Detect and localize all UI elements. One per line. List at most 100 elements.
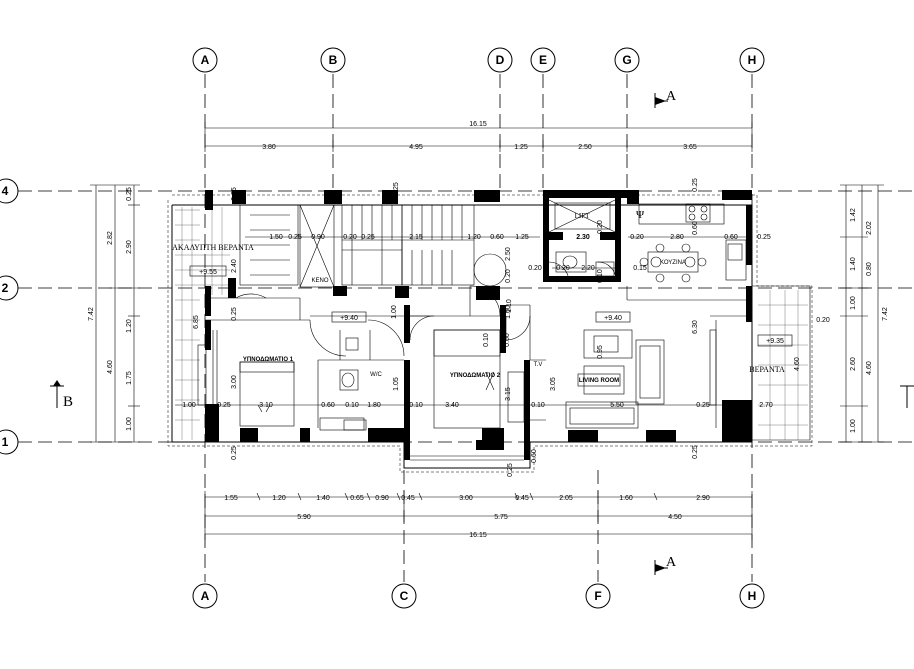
level-marker: +9.40 [340, 315, 358, 322]
dimensions-top: 16.15 3.80 4.95 1.25 2.50 3.65 [204, 121, 753, 152]
veranda-hatch [175, 207, 808, 440]
dim-label: 0.15 [633, 265, 647, 272]
dim-label: 0.20 [816, 317, 830, 324]
grid-label: 1 [2, 435, 9, 449]
grid-label: H [748, 53, 757, 67]
grid-label: G [622, 53, 631, 67]
dim-label: 0.10 [531, 402, 545, 409]
dim-label: 5.50 [610, 402, 624, 409]
room-label-bedroom-1: ΥΠΝΟΔΩΜΑΤΙΟ 1 [243, 357, 294, 363]
dim-label: 3.65 [683, 144, 697, 151]
dim-label: 0.20 [505, 269, 512, 283]
grid-bubbles-rows: 4 2 1 [0, 178, 19, 455]
dim-label: 1.40 [850, 257, 857, 271]
room-label-living: LIVING ROOM [579, 378, 619, 384]
dim-label: 0.25 [231, 446, 238, 460]
dim-label: 0.20 [630, 234, 644, 241]
dimensions-right: 1.42 1.40 1.00 2.60 1.00 2.02 0.80 4.60 … [840, 184, 889, 443]
dim-label: 2.50 [578, 144, 592, 151]
dim-label: 1.40 [316, 495, 330, 502]
dim-label: 2.60 [850, 357, 857, 371]
dim-label: 0.65 [350, 495, 364, 502]
dim-label: 0.20 [343, 234, 357, 241]
dim-label: 0.60 [490, 234, 504, 241]
dim-label: 5.90 [297, 514, 311, 521]
room-label-veranda-right: ΒΕΡΑΝΤΑ [749, 365, 785, 374]
dim-label: 0.25 [757, 234, 771, 241]
grid-label: E [539, 53, 547, 67]
dim-label: 7.42 [88, 307, 95, 321]
dim-label: 0.25 [231, 307, 238, 321]
grid-label: A [201, 589, 210, 603]
level-marker: +9.55 [199, 269, 217, 276]
section-label: A [666, 89, 677, 104]
section-label: B [63, 394, 73, 410]
dim-label: 1.60 [619, 495, 633, 502]
dim-label: 0.25 [696, 402, 710, 409]
dim-label: 0.25 [361, 234, 375, 241]
dim-label: 2.15 [409, 234, 423, 241]
dim-label: 0.25 [393, 182, 400, 196]
dim-label: 1.00 [126, 417, 133, 431]
room-label-wc-1: W/C [370, 372, 382, 378]
partitions [205, 199, 746, 428]
grid-label: H [748, 589, 757, 603]
dim-label: 2.50 [505, 247, 512, 261]
dim-label: 1.80 [367, 402, 381, 409]
dim-label: 4.60 [794, 357, 801, 371]
room-label-lift: LIFT [575, 212, 591, 220]
dim-label: 2.80 [670, 234, 684, 241]
dim-label: 1.55 [224, 495, 238, 502]
dim-label: 4.95 [409, 144, 423, 151]
dim-label: 3.10 [259, 402, 273, 409]
dim-label: 0.10 [345, 402, 359, 409]
dim-label: 0.25 [507, 463, 514, 477]
dimensions-left: 7.42 2.82 4.60 0.25 2.90 1.20 1.75 1.00 [88, 184, 140, 443]
dim-label: 0.60 [321, 402, 335, 409]
dim-label: 0.60 [692, 221, 699, 235]
grid-label: 4 [2, 184, 9, 198]
grid-label: 2 [2, 281, 9, 295]
room-label-wc-2: W/C [574, 278, 586, 284]
grid-label: D [496, 53, 505, 67]
dim-label: 0.90 [311, 234, 325, 241]
grid-label: F [594, 589, 601, 603]
dim-label: 2.70 [759, 402, 773, 409]
room-label-psi: Ψ [636, 209, 645, 221]
dim-label: 5.75 [494, 514, 508, 521]
grid-label: C [400, 589, 409, 603]
dim-label: 7.42 [882, 307, 889, 321]
dim-label: 2.90 [696, 495, 710, 502]
dim-label: 16.15 [469, 121, 487, 128]
interior-dimensions: 1.50 0.25 0.90 0.20 0.25 2.15 1.20 0.60 … [175, 178, 830, 477]
room-label-keno: ΚΕΝΟ [311, 278, 328, 284]
dim-label: 3.00 [459, 495, 473, 502]
dim-label: 2.05 [559, 495, 573, 502]
dim-label: 1.00 [505, 305, 512, 319]
dim-label: 3.15 [505, 387, 512, 401]
dim-label: 0.25 [231, 187, 238, 201]
level-marker: +9.35 [766, 338, 784, 345]
dim-label: 1.05 [393, 377, 400, 391]
room-labels: ΑΚΑΛΥΠΤΗ ΒΕΡΑΝΤΑ +9.55 LIFT ΚΕΝΟ ΥΠΝΟΔΩΜ… [172, 209, 793, 387]
dim-label: 0.25 [288, 234, 302, 241]
dim-label: 1.00 [182, 402, 196, 409]
dim-label: 0.25 [126, 187, 133, 201]
dim-label: 0.45 [515, 495, 529, 502]
dim-label: 0.10 [597, 269, 604, 283]
dim-label: 3.05 [550, 377, 557, 391]
dim-label: 1.42 [850, 208, 857, 222]
section-markers: A A B [50, 89, 914, 575]
dim-label: 0.25 [692, 178, 699, 192]
dim-label: 2.20 [581, 265, 595, 272]
dim-label: 2.40 [231, 259, 238, 273]
dim-label: 4.60 [107, 360, 114, 374]
dim-label: 0.60 [531, 449, 538, 463]
dim-label: 1.00 [850, 296, 857, 310]
room-label-veranda-left: ΑΚΑΛΥΠΤΗ ΒΕΡΑΝΤΑ [172, 243, 254, 252]
dim-label: 0.45 [401, 495, 415, 502]
room-label-kitchen: ΚΟΥΖΙΝΑ [660, 260, 686, 266]
grid-label: B [329, 53, 338, 67]
dimensions-bottom: 1.55 1.20 1.40 0.65 0.90 0.45 3.00 0.45 … [204, 491, 753, 540]
dim-label: 4.60 [866, 361, 873, 375]
